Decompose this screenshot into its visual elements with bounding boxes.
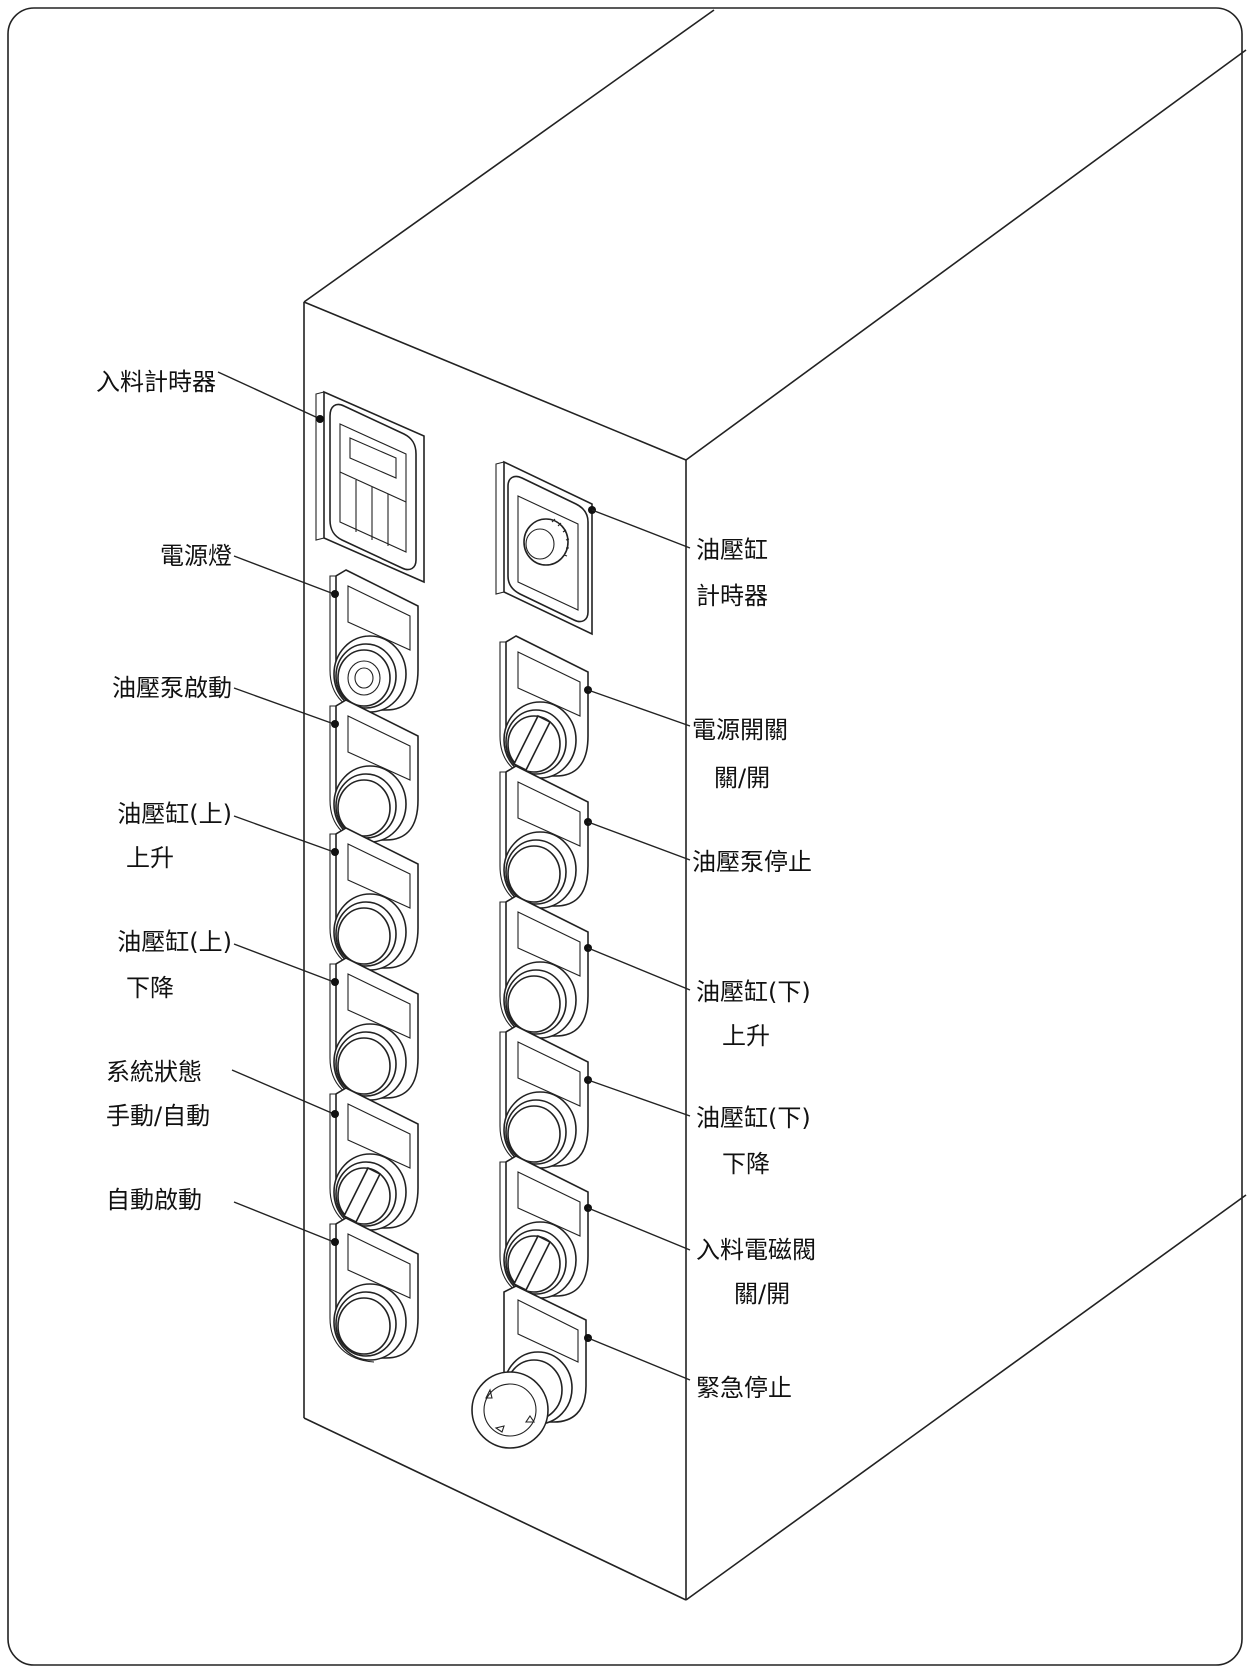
power-lamp-icon xyxy=(330,570,418,714)
label-pump-stop: 油壓泵停止 xyxy=(692,848,812,876)
label-feed-timer: 入料計時器 xyxy=(96,368,216,396)
left-leaders xyxy=(217,371,339,1246)
frame-border xyxy=(7,7,1243,1666)
label-auto-start: 自動啟動 xyxy=(106,1186,202,1214)
label-cyl-down-raise-line2: 上升 xyxy=(722,1022,770,1050)
auto-start-button-icon xyxy=(329,1217,419,1363)
feed-valve-selector-icon xyxy=(500,1156,588,1300)
label-cyl-up-raise-line2: 上升 xyxy=(126,844,174,872)
label-cyl-timer-line1: 油壓缸 xyxy=(696,536,768,564)
system-state-selector-icon xyxy=(330,1088,418,1232)
label-system-state-line1: 系統狀態 xyxy=(106,1058,202,1086)
label-feed-valve-line2: 關/開 xyxy=(734,1280,790,1308)
label-power-lamp: 電源燈 xyxy=(160,542,232,570)
label-system-state-line2: 手動/自動 xyxy=(106,1102,210,1130)
label-cyl-down-lower-line2: 下降 xyxy=(722,1150,770,1178)
label-power-switch-line1: 電源開關 xyxy=(692,716,788,744)
label-emergency-stop: 緊急停止 xyxy=(696,1374,792,1402)
cyl-up-raise-button-icon xyxy=(329,827,419,973)
power-switch-selector-icon xyxy=(500,636,588,780)
label-pump-start: 油壓泵啟動 xyxy=(112,674,232,702)
right-leaders xyxy=(584,506,691,1381)
cyl-down-lower-button-icon xyxy=(499,1025,589,1171)
label-cyl-up-lower-line2: 下降 xyxy=(126,974,174,1002)
label-cyl-up-lower-line1: 油壓缸(上) xyxy=(117,928,232,956)
label-cyl-timer-line2: 計時器 xyxy=(696,582,768,610)
cyl-up-lower-button-icon xyxy=(329,957,419,1103)
label-cyl-down-raise-line1: 油壓缸(下) xyxy=(696,978,811,1006)
label-cyl-down-lower-line1: 油壓缸(下) xyxy=(696,1104,811,1132)
label-power-switch-line2: 關/開 xyxy=(714,764,770,792)
cyl-timer-icon xyxy=(495,461,593,635)
feed-timer-icon xyxy=(315,391,425,583)
emergency-stop-icon xyxy=(471,1285,587,1449)
pump-start-button-icon xyxy=(329,699,419,845)
label-feed-valve-line1: 入料電磁閥 xyxy=(696,1236,816,1264)
cabinet xyxy=(303,9,1247,1601)
cyl-down-raise-button-icon xyxy=(499,895,589,1041)
pump-stop-button-icon xyxy=(499,765,589,911)
label-cyl-up-raise-line1: 油壓缸(上) xyxy=(117,800,232,828)
